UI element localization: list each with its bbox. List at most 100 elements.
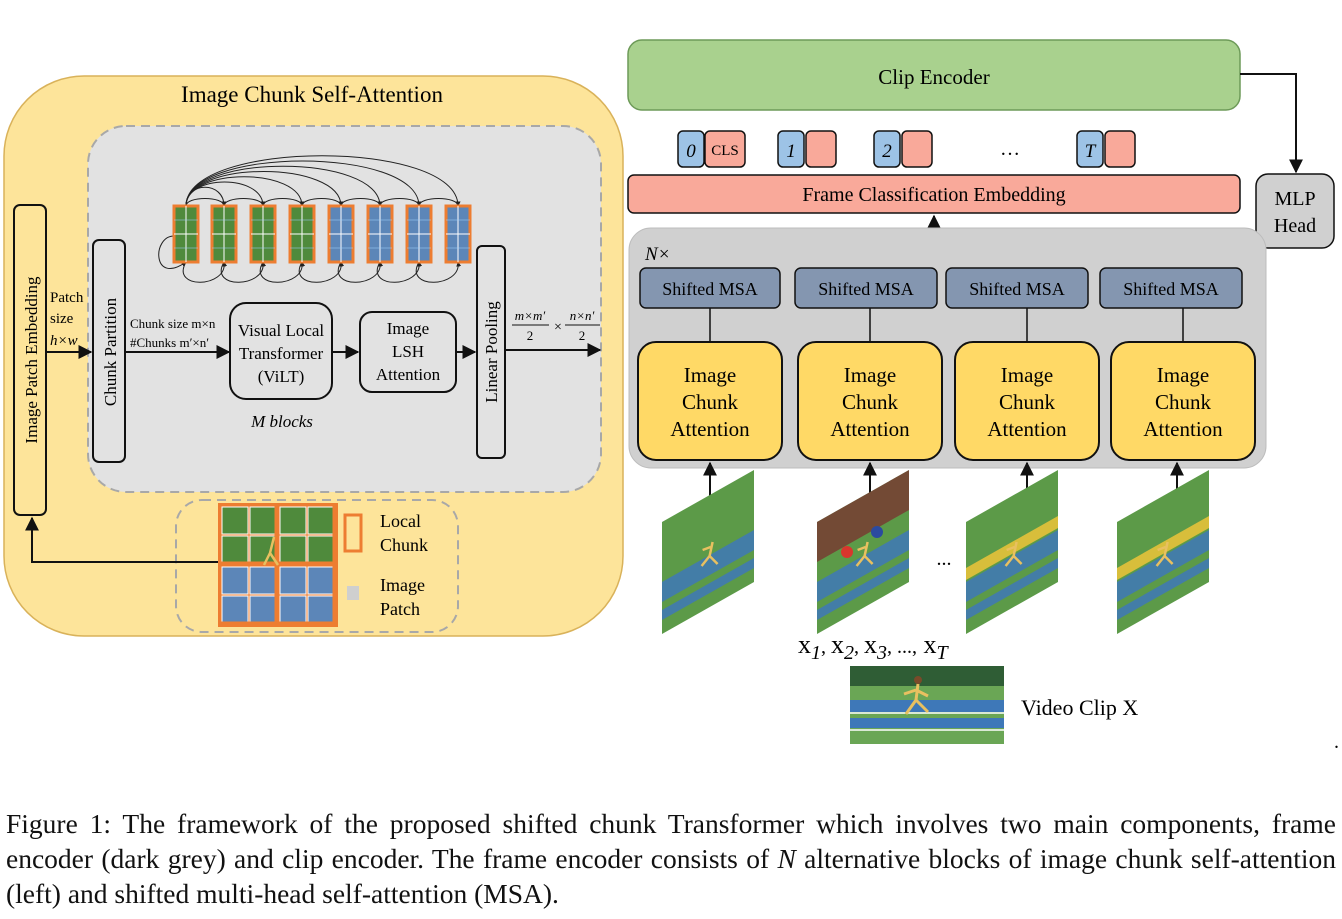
local-chunk-swatch xyxy=(343,513,363,553)
image-patch xyxy=(307,566,335,595)
local-chunk-outline xyxy=(276,563,336,625)
image-patch xyxy=(279,566,307,595)
token-T: T xyxy=(1076,130,1136,168)
n-times-label: N× xyxy=(644,244,671,265)
image-patch xyxy=(249,566,277,595)
attention-arc xyxy=(220,261,267,283)
video-frame xyxy=(662,470,754,634)
image-patch-line1: Image xyxy=(380,575,425,595)
ica-label: Attention xyxy=(987,417,1067,441)
token-index: T xyxy=(1085,141,1097,162)
token-index: 1 xyxy=(786,141,796,162)
attention-arc xyxy=(182,261,228,283)
attention-arc xyxy=(418,198,461,207)
ica-label: Attention xyxy=(670,417,750,441)
image-patch xyxy=(307,506,335,535)
figure-caption: Figure 1: The framework of the proposed … xyxy=(6,808,1336,909)
token-1: 1 xyxy=(777,130,837,168)
image-patch xyxy=(279,535,307,564)
image-chunk-attention-box xyxy=(1110,341,1256,461)
patch-grid-image xyxy=(218,503,338,627)
attention-arc xyxy=(301,198,344,207)
video-clip-image xyxy=(850,666,1004,744)
attention-arc xyxy=(376,261,423,283)
local-chunk xyxy=(249,204,277,264)
video-frame xyxy=(1117,470,1209,634)
m-blocks-label: M blocks xyxy=(250,412,313,431)
attention-arc xyxy=(262,198,305,207)
num-chunks-label: #Chunks m′×n′ xyxy=(130,335,209,350)
clip-encoder-label: Clip Encoder xyxy=(878,65,989,89)
patch-size-line1: Patch xyxy=(50,290,84,306)
local-chunk xyxy=(288,204,316,264)
mlp-line2: Head xyxy=(1274,215,1316,237)
image-patch xyxy=(279,506,307,535)
attention-arc xyxy=(337,261,384,283)
cls-box xyxy=(704,130,746,168)
attention-arc xyxy=(158,235,187,269)
image-patch xyxy=(307,535,335,564)
local-chunk xyxy=(327,204,355,264)
image-patch xyxy=(249,595,277,624)
local-chunk-outline xyxy=(276,503,336,565)
ica-label: Image xyxy=(684,363,736,387)
lsh-line1: Image xyxy=(387,319,429,338)
frame-classification-label: Frame Classification Embedding xyxy=(802,184,1065,206)
local-chunk xyxy=(366,204,394,264)
ica-label: Chunk xyxy=(682,390,739,414)
framework-diagram: Image Chunk Self-Attention Image Patch E… xyxy=(3,39,1339,753)
attention-arc xyxy=(379,198,422,207)
shifted-msa-label: Shifted MSA xyxy=(818,279,914,299)
ica-label: Image xyxy=(1001,363,1053,387)
local-chunk xyxy=(172,204,200,264)
ica-label: Image xyxy=(844,363,896,387)
patch-size-line2: size xyxy=(50,311,74,327)
cls-label: CLS xyxy=(711,143,739,159)
local-chunk-outline xyxy=(218,563,278,625)
token-index: 2 xyxy=(882,141,892,162)
shifted-msa-label: Shifted MSA xyxy=(662,279,758,299)
token-index: 0 xyxy=(686,141,696,162)
ica-label: Chunk xyxy=(842,390,899,414)
chunk-attention-title: Image Chunk Self-Attention xyxy=(181,82,443,107)
attention-arc xyxy=(185,165,383,207)
local-chunk-line1: Local xyxy=(380,511,421,531)
image-chunk-attention-box xyxy=(637,341,783,461)
out-times: × xyxy=(554,320,562,335)
image-patch xyxy=(221,535,249,564)
shifted-msa-box xyxy=(794,267,938,309)
out-frac1-den: 2 xyxy=(527,328,534,343)
image-chunk-attention-box xyxy=(797,341,943,461)
image-patch xyxy=(221,506,249,535)
attention-arc xyxy=(259,261,306,283)
image-patch xyxy=(249,506,277,535)
ica-label: Attention xyxy=(830,417,910,441)
trailing-dot: . xyxy=(1334,731,1339,753)
out-frac2-num: n×n′ xyxy=(570,308,595,323)
attention-arc xyxy=(298,261,345,283)
local-chunk xyxy=(210,204,238,264)
vilt-line2: Transformer xyxy=(239,344,324,363)
token-ellipsis: … xyxy=(1000,138,1020,160)
image-patch xyxy=(221,566,249,595)
patch-embedding-label: Image Patch Embedding xyxy=(22,276,41,444)
local-chunk xyxy=(405,204,433,264)
attention-arc xyxy=(185,176,305,207)
ica-label: Attention xyxy=(1143,417,1223,441)
shifted-msa-label: Shifted MSA xyxy=(969,279,1065,299)
vilt-line3: (ViLT) xyxy=(258,367,305,386)
token-index-box xyxy=(677,130,705,168)
chunk-partition-label: Chunk Partition xyxy=(101,297,120,406)
frames-ellipsis: ... xyxy=(937,548,952,570)
linear-pooling-box xyxy=(476,245,506,459)
shifted-msa-box xyxy=(945,267,1089,309)
attention-arc xyxy=(185,171,344,207)
attention-arc xyxy=(223,198,266,207)
vilt-line1: Visual Local xyxy=(238,321,325,340)
attention-arc xyxy=(415,261,462,283)
ica-label: Image xyxy=(1157,363,1209,387)
local-chunk-outline xyxy=(218,503,278,565)
video-frame xyxy=(966,470,1058,634)
